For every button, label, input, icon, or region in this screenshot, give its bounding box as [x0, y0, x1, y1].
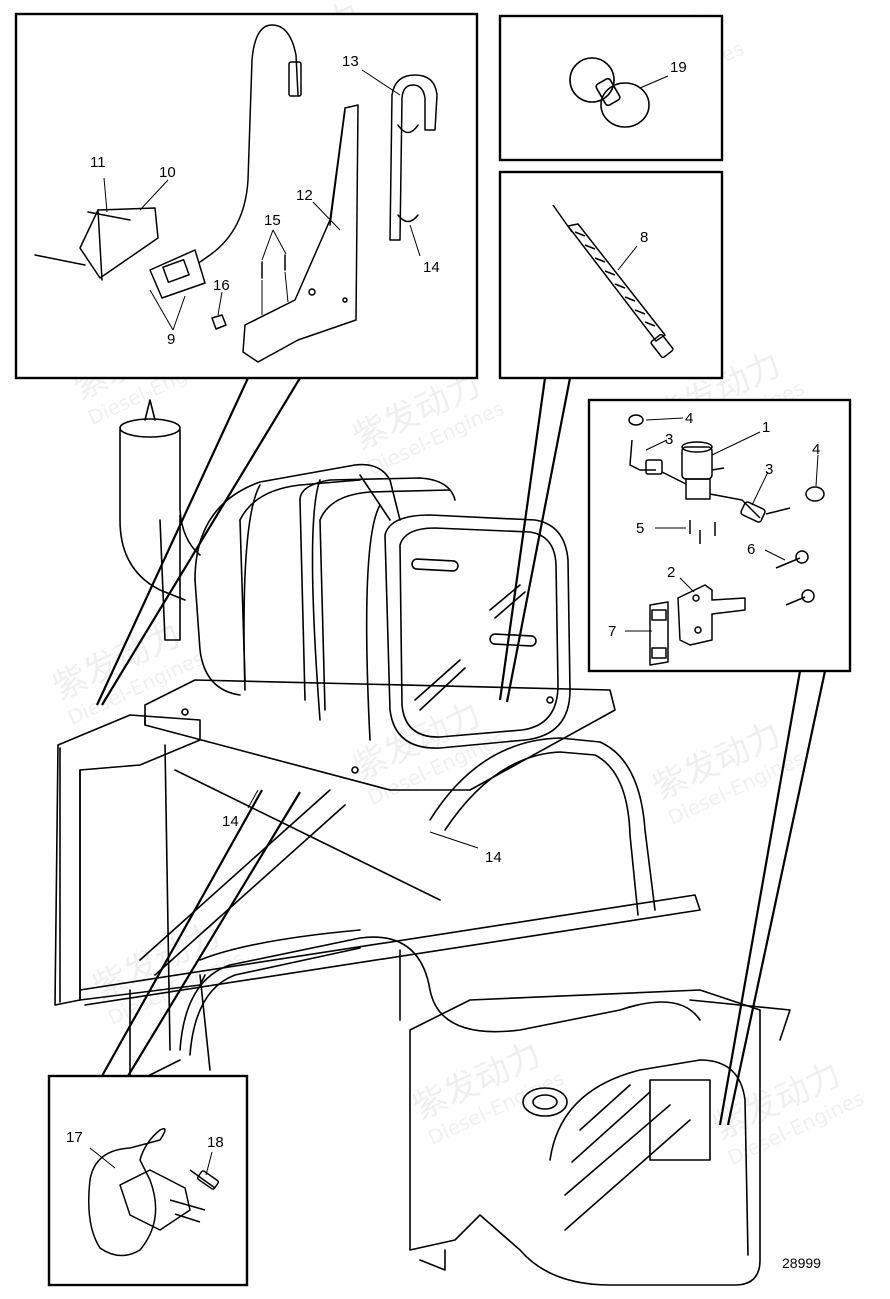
main-assembly: [54, 399, 791, 1286]
valve-bracket: [677, 584, 746, 646]
panel-frame: [498, 14, 724, 162]
main-callouts: 14 14: [222, 789, 502, 866]
cover: [88, 1128, 166, 1257]
cross-member: [79, 894, 701, 1071]
drawing-number: 28999: [782, 1255, 821, 1271]
bolt: [189, 1169, 216, 1189]
strap: [311, 479, 321, 721]
clip: [805, 486, 825, 502]
leader-lines: [625, 417, 819, 632]
callout-2: 2: [667, 564, 675, 581]
clamp-bracket: [389, 74, 438, 241]
strap: [243, 484, 261, 691]
callout-10: 10: [159, 164, 176, 181]
panel-frame: [47, 1074, 249, 1287]
detail-panel-valve: 1 4 3 3 4 5 6 2 7: [587, 398, 852, 673]
bolt: [34, 254, 86, 266]
support-plate: [144, 679, 616, 791]
detail-panel-clamp: 19: [498, 14, 724, 162]
callout-1: 1: [762, 419, 770, 436]
hose-clamp: [569, 57, 615, 103]
sensor-wire: [199, 24, 299, 263]
silencer-front: [359, 474, 571, 749]
detail-panel-fitting: 17 18: [47, 1074, 249, 1287]
callout-15: 15: [264, 212, 281, 229]
callout-14: 14: [423, 259, 440, 276]
callout-14: 14: [222, 813, 239, 830]
leader-lines: [103, 69, 421, 331]
callout-6: 6: [747, 541, 755, 558]
callout-8: 8: [640, 229, 648, 246]
hose-clamp: [600, 82, 650, 128]
frame-right: [429, 737, 656, 916]
fitting: [629, 439, 656, 471]
detail-panel-sensor: 8: [498, 170, 724, 380]
callout-3: 3: [765, 461, 773, 478]
callout-3: 3: [665, 431, 673, 448]
clamp-plate: [649, 601, 669, 666]
gearbox-housing: [409, 989, 791, 1286]
callout-14: 14: [485, 849, 502, 866]
nut: [211, 314, 227, 330]
leader-line: [639, 75, 669, 89]
callout-11: 11: [90, 154, 106, 171]
leader-line: [247, 789, 259, 809]
callout-7: 7: [608, 623, 616, 640]
callout-5: 5: [636, 520, 644, 537]
callout-4: 4: [812, 441, 820, 458]
sensor-probe: [288, 61, 302, 97]
detail-panel-bracket: 11 10 9 12 13 14 15 16: [14, 12, 479, 380]
frame-left: [54, 714, 206, 1081]
fitting: [709, 493, 761, 519]
support-bracket: [242, 104, 359, 363]
brace: [174, 769, 441, 901]
callout-17: 17: [66, 1129, 83, 1146]
leader-lines: [89, 1147, 213, 1176]
valve-fitting: [119, 1169, 191, 1231]
gasket: [149, 249, 206, 299]
pointer-lines: [96, 377, 827, 1126]
connector: [650, 333, 674, 359]
heat-shield: [79, 207, 159, 279]
leader-line: [617, 245, 638, 271]
exhaust-pipe: [119, 399, 201, 641]
sensor-cable: [566, 223, 667, 343]
leader-line: [429, 831, 479, 849]
strap: [365, 504, 381, 741]
callout-13: 13: [342, 53, 359, 70]
callout-18: 18: [207, 1134, 224, 1151]
callout-4: 4: [685, 410, 693, 427]
callout-9: 9: [167, 331, 175, 348]
panel-frame: [587, 398, 852, 673]
brace: [139, 789, 331, 961]
callout-16: 16: [213, 277, 230, 294]
callout-12: 12: [296, 187, 313, 204]
silencer-middle: [299, 477, 456, 711]
brace: [154, 804, 346, 976]
clip: [628, 414, 644, 426]
panel-frame: [498, 170, 724, 380]
callout-19: 19: [670, 59, 687, 76]
bolt: [87, 211, 131, 221]
